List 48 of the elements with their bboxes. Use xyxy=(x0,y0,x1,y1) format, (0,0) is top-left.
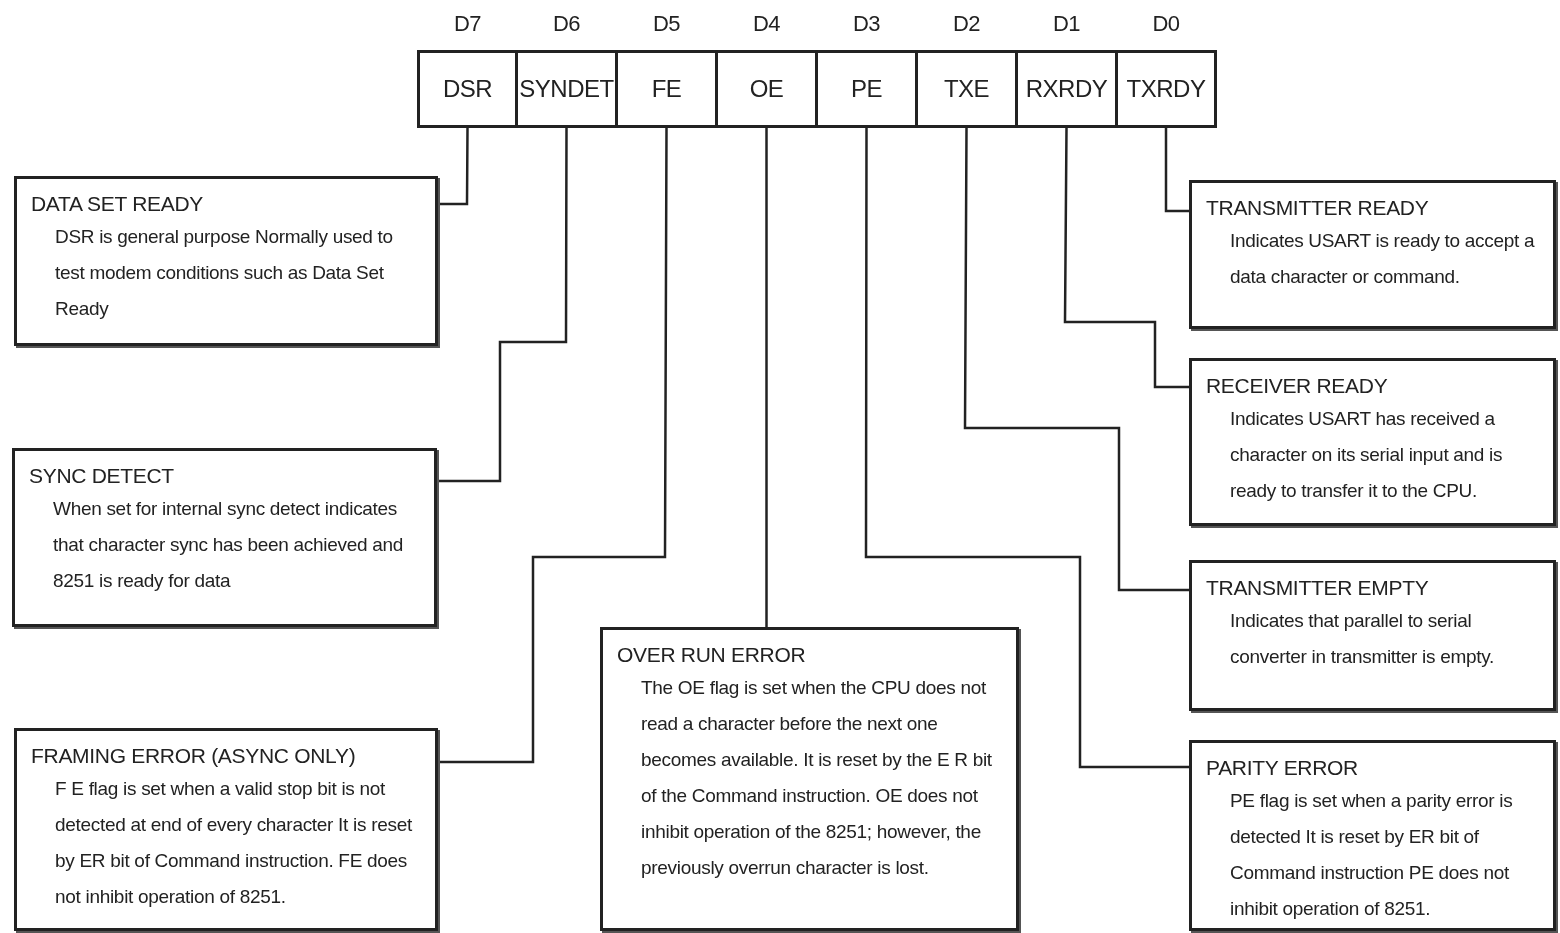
description-box xyxy=(1189,358,1556,526)
description-box xyxy=(14,176,438,346)
flag-description: Indicates USART has received a character on its serial input and is ready to transfer it to the CPU. xyxy=(1229,407,1504,504)
flag-description: Indicates that parallel to serial converter in transmitter is empty. xyxy=(1229,609,1495,670)
flag-heading: PARITY ERROR xyxy=(1206,755,1359,781)
description-box xyxy=(1189,740,1556,931)
flag-heading: OVER RUN ERROR xyxy=(617,642,807,668)
description-box xyxy=(12,448,437,627)
bit-number: D6 xyxy=(551,11,582,37)
bit-number: D4 xyxy=(751,11,782,37)
description-box xyxy=(14,728,438,931)
bit-name: SYNDET xyxy=(519,75,614,103)
flag-description: F E flag is set when a valid stop bit is not detected at end of every character It is reset by ER bit of Command instruction. FE does not inhibit operation of 8251. xyxy=(54,777,413,910)
description-box xyxy=(1189,180,1556,329)
bit-name: RXRDY xyxy=(1025,75,1108,103)
flag-heading: TRANSMITTER READY xyxy=(1206,195,1430,221)
flag-heading: RECEIVER READY xyxy=(1206,373,1389,399)
flag-description: PE flag is set when a parity error is detected It is reset by ER bit of Command instruction PE does not inhibit operation of 8251. xyxy=(1229,789,1514,922)
bit-name: DSR xyxy=(442,75,493,103)
flag-description: When set for internal sync detect indicates that character sync has been achieved and 8251 is ready for data xyxy=(52,497,404,594)
bit-name: PE xyxy=(851,75,882,103)
flag-description: The OE flag is set when the CPU does not read a character before the next one becomes available. It is reset by the E R bit of the Command instruction. OE does not inhibit operation of the 8251; however, the previously overrun character is lost. xyxy=(640,676,993,881)
flag-heading: FRAMING ERROR (ASYNC ONLY) xyxy=(31,743,357,769)
bit-number: D1 xyxy=(1051,11,1082,37)
connector-line xyxy=(438,128,469,206)
connector-line xyxy=(438,128,668,764)
flag-heading: SYNC DETECT xyxy=(29,463,175,489)
bit-number: D7 xyxy=(452,11,483,37)
bit-name: FE xyxy=(651,75,682,103)
flag-heading: DATA SET READY xyxy=(31,191,204,217)
flag-heading: TRANSMITTER EMPTY xyxy=(1206,575,1430,601)
flag-description: DSR is general purpose Normally used to test modem conditions such as Data Set Ready xyxy=(54,225,394,322)
connector-line xyxy=(437,128,568,483)
bit-number: D3 xyxy=(851,11,882,37)
bit-name: TXE xyxy=(943,75,990,103)
flag-description: Indicates USART is ready to accept a data character or command. xyxy=(1229,229,1536,290)
connector-line xyxy=(765,128,768,627)
bit-number: D0 xyxy=(1151,11,1181,37)
connector-line xyxy=(1164,128,1189,213)
connector-line xyxy=(963,128,1189,592)
bit-number: D5 xyxy=(651,11,682,37)
bit-number: D2 xyxy=(951,11,982,37)
bit-name: OE xyxy=(749,75,784,103)
description-box xyxy=(600,627,1019,931)
bit-name: TXRDY xyxy=(1126,75,1206,103)
connector-line xyxy=(1063,128,1189,389)
connector-line xyxy=(864,128,1189,769)
description-box xyxy=(1189,560,1556,711)
